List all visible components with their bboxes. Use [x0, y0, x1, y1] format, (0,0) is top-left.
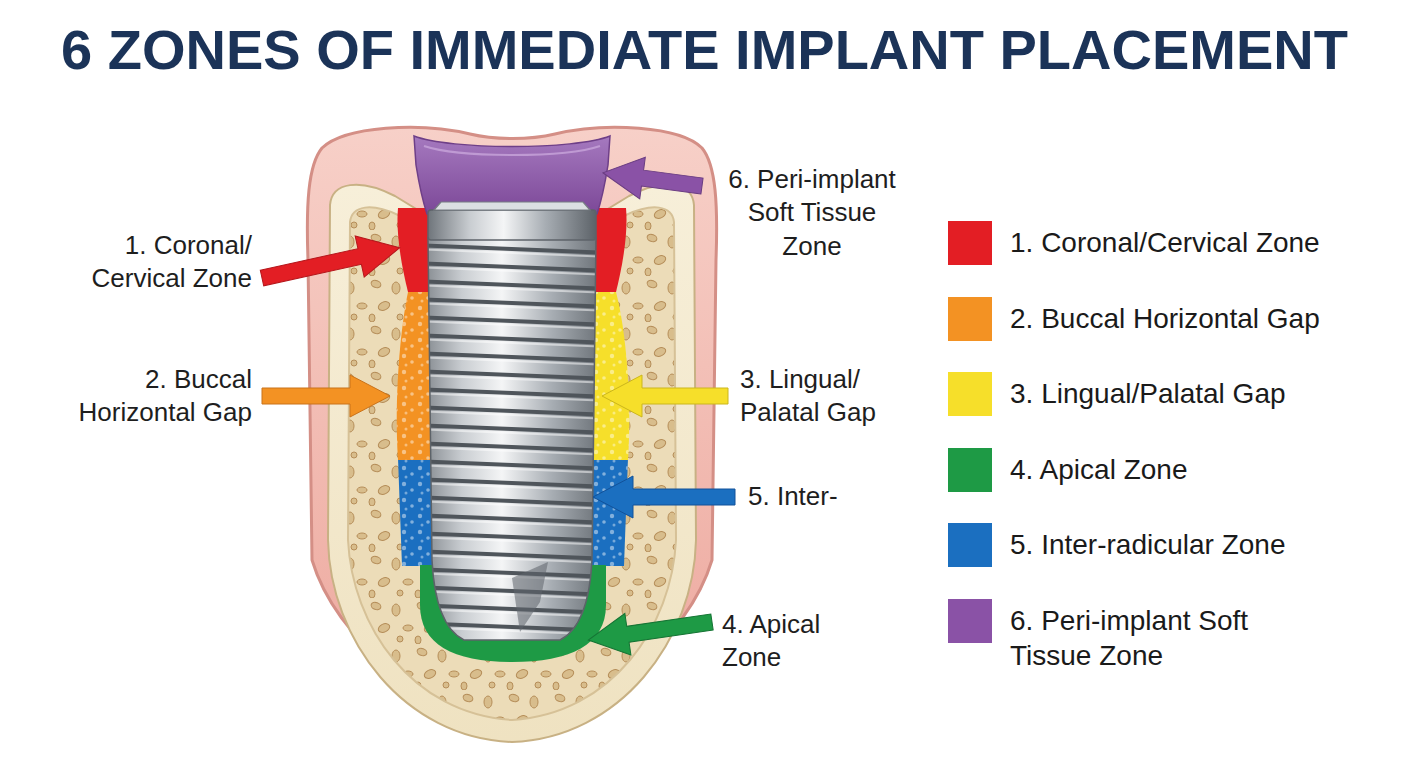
legend-item: 2. Buccal Horizontal Gap — [948, 297, 1370, 341]
diagram-title: 6 ZONES OF IMMEDIATE IMPLANT PLACEMENT — [61, 22, 1348, 78]
legend-label: 3. Lingual/Palatal Gap — [1010, 376, 1370, 411]
legend-swatch — [948, 599, 992, 643]
legend-item: 5. Inter-radicular Zone — [948, 523, 1370, 567]
legend-item: 6. Peri-implant Soft Tissue Zone — [948, 599, 1300, 643]
legend-swatch — [948, 372, 992, 416]
legend-swatch — [948, 221, 992, 265]
legend-label: 6. Peri-implant Soft Tissue Zone — [1010, 603, 1300, 673]
legend-swatch — [948, 297, 992, 341]
callout-label: 6. Peri-implant Soft Tissue Zone — [717, 163, 907, 263]
legend-swatch — [948, 448, 992, 492]
legend-label: 4. Apical Zone — [1010, 452, 1370, 487]
legend-label: 2. Buccal Horizontal Gap — [1010, 301, 1370, 336]
callout-label: 4. Apical Zone — [722, 608, 872, 675]
legend-item: 4. Apical Zone — [948, 448, 1370, 492]
legend-item: 3. Lingual/Palatal Gap — [948, 372, 1370, 416]
callout-label: 3. Lingual/ Palatal Gap — [740, 363, 920, 430]
legend-item: 1. Coronal/Cervical Zone — [948, 221, 1370, 265]
callout-label: 1. Coronal/ Cervical Zone — [52, 229, 252, 296]
callout-label: 5. Inter- — [748, 480, 948, 513]
callout-label: 2. Buccal Horizontal Gap — [52, 363, 252, 430]
legend-swatch — [948, 523, 992, 567]
legend-label: 5. Inter-radicular Zone — [1010, 527, 1370, 562]
legend-label: 1. Coronal/Cervical Zone — [1010, 225, 1370, 260]
